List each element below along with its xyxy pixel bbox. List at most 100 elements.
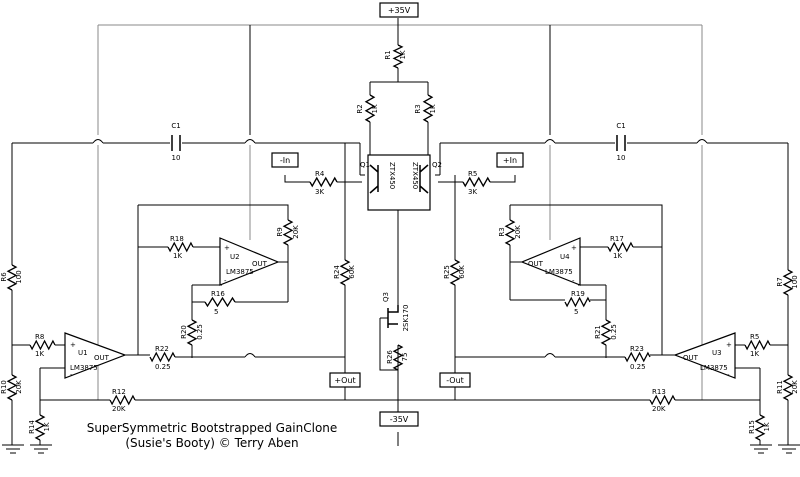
capacitor-value: 10 [617, 154, 626, 162]
negative-rail-label: -35V [390, 415, 409, 424]
resistor-r1: R1 1K [384, 44, 407, 69]
svg-text:LM3875: LM3875 [545, 268, 573, 276]
resistor-ref: R3 [414, 104, 422, 113]
resistor-ref: R9 [276, 227, 284, 236]
diagram-subtitle: (Susie's Booty) © Terry Aben [125, 436, 298, 450]
svg-text:U4: U4 [560, 253, 570, 261]
svg-text:-: - [572, 277, 575, 285]
resistor-zigzag-icon [364, 94, 376, 123]
svg-text:+: + [224, 244, 230, 252]
resistor-value: 20K [791, 380, 799, 394]
q1-ref: Q1 [360, 161, 370, 169]
resistor-zigzag-icon [782, 374, 794, 401]
resistor-value: 20K [652, 405, 666, 413]
resistor-zigzag-icon [600, 319, 612, 346]
ground-icon [30, 444, 52, 454]
ground-icon [750, 444, 772, 454]
resistor-value: 3K [468, 188, 477, 196]
resistor-zigzag-icon [6, 264, 18, 291]
resistor-zigzag-icon [564, 296, 591, 308]
diagram-title: SuperSymmetric Bootstrapped GainClone [87, 421, 338, 435]
resistor-ref: R19 [571, 290, 585, 298]
resistor-zigzag-icon [6, 374, 18, 401]
resistor-ref: R8 [35, 333, 44, 341]
svg-text:OUT: OUT [252, 260, 268, 268]
svg-text:LM3875: LM3875 [226, 268, 254, 276]
svg-text:OUT: OUT [528, 260, 544, 268]
input-pos-label: +In [503, 156, 517, 165]
output-neg-box [439, 372, 471, 388]
ground-icon [2, 440, 24, 454]
svg-text:LM3875: LM3875 [70, 364, 98, 372]
input-neg-label: -In [280, 156, 290, 165]
resistor-value: 20K [112, 405, 126, 413]
svg-text:OUT: OUT [94, 354, 110, 362]
q3-part: 2SK170 [402, 305, 410, 332]
resistor-ref: R7 [776, 277, 784, 286]
resistor-zigzag-icon [624, 351, 651, 363]
resistor-value: 0.25 [610, 324, 618, 340]
capacitor-c1-left: C1 10 [171, 122, 181, 162]
resistor-zigzag-icon [782, 269, 794, 296]
resistor-ref: R12 [112, 388, 126, 396]
resistor-value: 20K [292, 225, 300, 239]
resistor-ref: R20 [180, 325, 188, 339]
resistor-ref: R18 [170, 235, 184, 243]
resistor-ref: R14 [28, 420, 36, 434]
resistor-zigzag-icon [29, 339, 56, 351]
svg-text:U2: U2 [230, 253, 240, 261]
resistor-zigzag-icon [186, 319, 198, 346]
resistor-ref: R15 [748, 420, 756, 434]
opamp-u1: + - U1 OUT LM3875 [64, 332, 127, 379]
resistor-zigzag-icon [392, 344, 404, 371]
opamp-u4: + - U4 OUT LM3875 [520, 237, 581, 286]
resistor-ref: R10 [0, 380, 8, 394]
input-neg-box [271, 152, 299, 168]
resistor-ref: R1 [384, 50, 392, 59]
resistor-value: 1K [613, 252, 622, 260]
resistor-ref: R4 [315, 170, 325, 178]
resistor-ref: R22 [155, 345, 169, 353]
resistor-zigzag-icon [754, 414, 766, 441]
resistor-zigzag-icon [149, 351, 176, 363]
capacitor-ref: C1 [616, 122, 625, 130]
resistor-zigzag-icon [34, 414, 46, 441]
resistor-value: 1K [371, 104, 379, 113]
resistor-r11: R11 20K [776, 374, 799, 401]
resistor-value: 0.25 [630, 363, 646, 371]
resistor-value: 75 [401, 353, 409, 362]
q2-part: ZTX450 [411, 162, 419, 189]
resistor-zigzag-icon [744, 339, 771, 351]
svg-text:OUT: OUT [683, 354, 699, 362]
resistor-zigzag-icon [167, 241, 194, 253]
resistor-value: 100 [15, 270, 23, 283]
svg-text:+: + [70, 341, 76, 349]
resistor-value: 20K [514, 225, 522, 239]
svg-text:U1: U1 [78, 349, 88, 357]
resistor-zigzag-icon [607, 241, 634, 253]
resistor-ref: R11 [776, 380, 784, 394]
svg-text:-: - [224, 277, 227, 285]
resistor-value: 1K [399, 50, 407, 59]
resistor-value: 60K [348, 265, 356, 279]
wires [11, 18, 789, 446]
resistor-zigzag-icon [449, 259, 461, 286]
q1-part: ZTX450 [388, 162, 396, 189]
resistor-ref: R13 [652, 388, 666, 396]
